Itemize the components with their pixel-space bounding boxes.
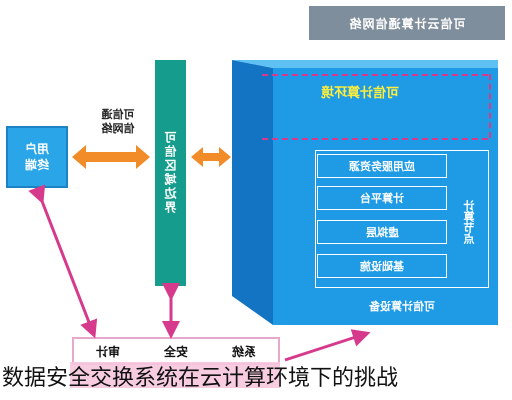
cube-dash-right <box>489 74 491 138</box>
cube-left-face <box>232 60 273 325</box>
trusted-boundary-bar: 可信区域边界 <box>155 60 186 286</box>
caption-highlight <box>70 362 280 388</box>
cube-dash-top <box>262 74 488 76</box>
figure-caption: 数据安全交换系统在云计算环境下的挑战 <box>2 366 399 391</box>
cube-top-face <box>232 60 498 68</box>
layer-row: 应用服务资源 <box>317 154 447 178</box>
cube-dash-bottom <box>262 138 488 140</box>
layer-stack-box <box>315 150 489 288</box>
orange-double-arrow-left <box>72 145 150 169</box>
layer-row: 计算平台 <box>317 186 447 210</box>
orange-double-arrow-right <box>191 147 231 167</box>
cube-front-face <box>273 68 498 325</box>
magenta-arrow-audit-cube <box>284 329 371 362</box>
layer-row: 基础设施 <box>317 254 447 278</box>
magenta-arrow-user-audit <box>28 184 98 339</box>
layer-row: 虚拟层 <box>317 220 447 244</box>
